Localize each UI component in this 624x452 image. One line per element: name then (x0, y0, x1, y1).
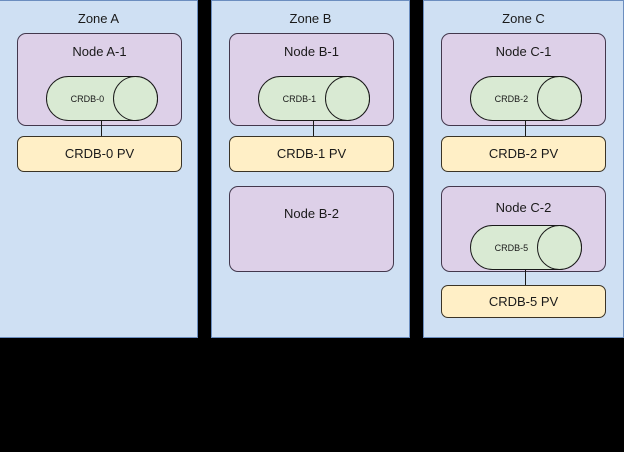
node-c-1-title: Node C-1 (495, 44, 552, 59)
zone-b-title: Zone B (289, 11, 332, 26)
pv-box-crdb-5[interactable]: CRDB-5 PV (441, 285, 606, 318)
database-label-crdb-2: CRDB-2 (494, 94, 529, 104)
pv-label-crdb-2: CRDB-2 PV (488, 146, 559, 161)
pv-label-crdb-1: CRDB-1 PV (276, 146, 347, 161)
database-cylinder-crdb-1[interactable]: CRDB-1 (258, 76, 370, 121)
pv-box-crdb-1[interactable]: CRDB-1 PV (229, 136, 394, 172)
database-cylinder-crdb-5[interactable]: CRDB-5 (470, 225, 582, 270)
connector-crdb-1-to-pv (313, 120, 314, 137)
zone-a-title: Zone A (77, 11, 120, 26)
node-b-2-title: Node B-2 (284, 206, 339, 221)
database-label-crdb-5: CRDB-5 (494, 243, 529, 253)
database-cylinder-crdb-2[interactable]: CRDB-2 (470, 76, 582, 121)
pv-label-crdb-5: CRDB-5 PV (488, 293, 559, 309)
pv-label-crdb-0: CRDB-0 PV (64, 146, 135, 161)
pv-box-crdb-0[interactable]: CRDB-0 PV (17, 136, 182, 172)
connector-crdb-2-to-pv (525, 120, 526, 137)
database-label-crdb-0: CRDB-0 (70, 94, 105, 104)
database-cylinder-crdb-0[interactable]: CRDB-0 (46, 76, 158, 121)
node-a-1-title: Node A-1 (72, 44, 127, 59)
node-c-2-title: Node C-2 (495, 200, 552, 215)
connector-crdb-5-to-pv (525, 269, 526, 286)
database-label-crdb-1: CRDB-1 (282, 94, 317, 104)
node-b-1-title: Node B-1 (284, 44, 339, 59)
zone-c-title: Zone C (502, 11, 545, 26)
pv-box-crdb-2[interactable]: CRDB-2 PV (441, 136, 606, 172)
node-b-2[interactable]: Node B-2 (229, 186, 394, 272)
connector-crdb-0-to-pv (101, 120, 102, 137)
